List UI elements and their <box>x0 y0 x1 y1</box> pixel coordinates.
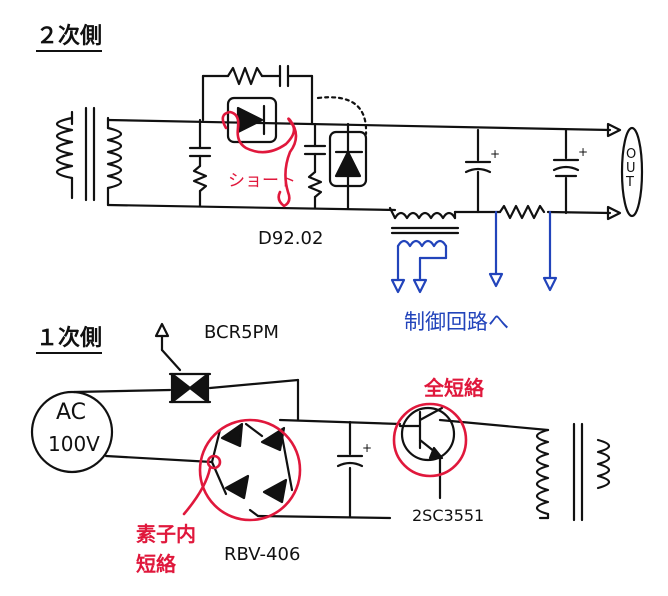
ac-source-top: AC <box>56 400 87 425</box>
primary-transformer <box>535 422 611 522</box>
element-short-label-2: 短絡 <box>136 552 176 576</box>
diode-d92 <box>226 96 278 144</box>
choke-coil <box>388 206 460 294</box>
secondary-transformer <box>55 106 123 207</box>
element-short-label-1: 素子内 <box>136 522 196 546</box>
short-marker-secondary <box>221 110 298 208</box>
svg-text:+: + <box>362 441 372 455</box>
control-circuit-label: 制御回路へ <box>404 310 509 334</box>
svg-text:+: + <box>578 145 588 159</box>
triac-bcr5pm <box>154 322 212 404</box>
secondary-electrolytic-caps: + + <box>464 128 588 215</box>
ac-source <box>30 390 114 474</box>
primary-electrolytic-cap: + <box>336 420 372 519</box>
snubber-rc <box>201 64 314 126</box>
secondary-heading: ２次側 <box>36 18 103 52</box>
ac-source-bottom: 100V <box>48 432 100 456</box>
bridge-label: RBV-406 <box>224 544 301 565</box>
secondary-left-cap-res <box>188 118 212 208</box>
out-connector <box>620 126 644 218</box>
triac-label: BCR5PM <box>204 322 279 343</box>
short-label: ショート <box>228 171 296 191</box>
secondary-right-cap-res <box>303 122 327 210</box>
primary-wiring <box>72 378 550 520</box>
transistor-label: 2SC3551 <box>412 506 485 525</box>
diode-vertical <box>316 96 368 210</box>
short-marker-primary <box>182 402 468 522</box>
transistor-2sc3551 <box>398 406 456 472</box>
diode-label: D92.02 <box>258 228 324 249</box>
sense-resistor <box>488 204 558 292</box>
out-label: OUT <box>626 147 637 190</box>
svg-text:+: + <box>490 147 500 161</box>
bridge-rectifier <box>210 422 294 518</box>
primary-heading: １次側 <box>36 320 103 354</box>
full-short-label: 全短絡 <box>424 376 484 400</box>
